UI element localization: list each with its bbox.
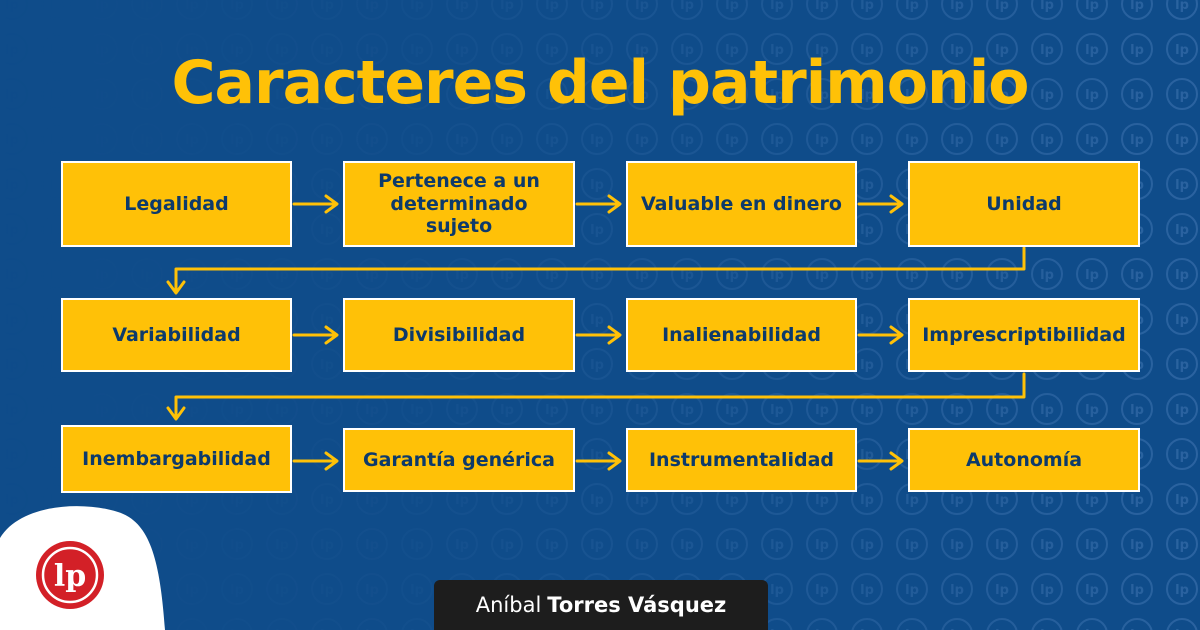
author-last-name: Torres Vásquez [547,593,727,617]
box-divisibilidad: Divisibilidad [343,298,575,372]
box-unidad: Unidad [908,161,1140,247]
arrow-11-12 [857,451,904,471]
corner-blob [0,506,165,630]
box-imprescriptibilidad: Imprescriptibilidad [908,298,1140,372]
arrow-10-11 [575,451,622,471]
arrow-6-7 [575,325,622,345]
author-tag: Aníbal Torres Vásquez [434,580,768,630]
box-valuable: Valuable en dinero [626,161,857,247]
box-legalidad: Legalidad [61,161,292,247]
svg-text:lp: lp [54,559,86,594]
arrow-4-5 [166,246,1026,295]
page-title: Caracteres del patrimonio [171,48,1029,118]
box-pertenece: Pertenece a un determinado sujeto [343,161,575,247]
arrow-1-2 [292,194,339,214]
arrow-7-8 [857,325,904,345]
box-instrumentalidad: Instrumentalidad [626,428,857,492]
arrow-3-4 [857,194,904,214]
author-first-name: Aníbal [475,593,542,617]
arrow-9-10 [292,451,339,471]
box-autonomia: Autonomía [908,428,1140,492]
box-variabilidad: Variabilidad [61,298,292,372]
arrow-5-6 [292,325,339,345]
arrow-2-3 [575,194,622,214]
lp-logo-icon: lp [36,541,104,609]
box-inalienabilidad: Inalienabilidad [626,298,857,372]
arrow-8-9 [166,372,1026,421]
box-inembargabilidad: Inembargabilidad [61,425,292,493]
box-garantia: Garantía genérica [343,428,575,492]
